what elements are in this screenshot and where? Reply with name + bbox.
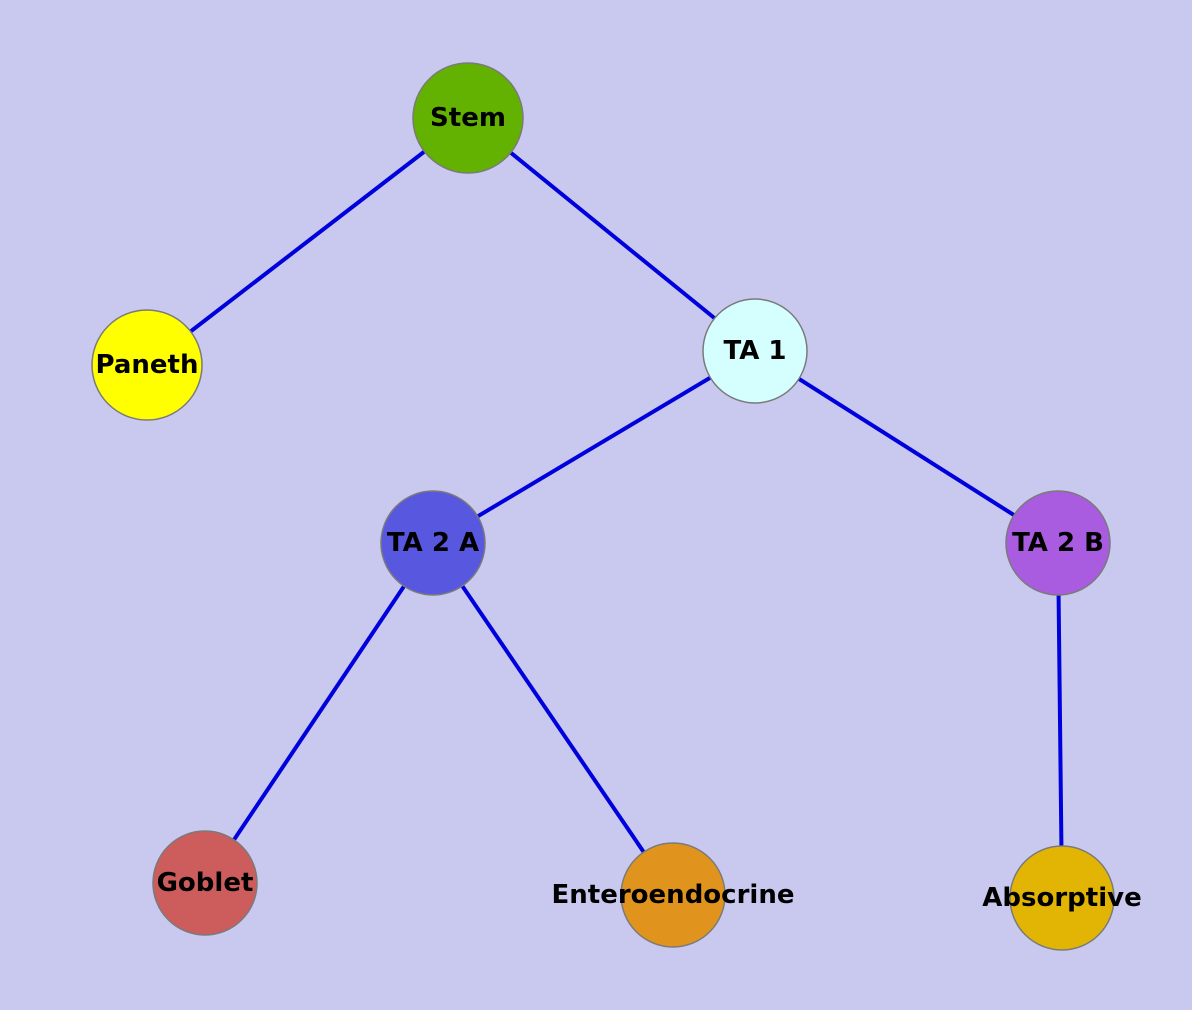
edge-stem-paneth: [145, 116, 470, 367]
edge-ta2b-absorptive: [1056, 542, 1064, 899]
node-goblet: [152, 830, 258, 936]
node-label-stem: Stem: [430, 103, 506, 133]
node-ta2a: [380, 490, 486, 596]
node-label-absorptive: Absorptive: [982, 883, 1141, 913]
node-label-paneth: Paneth: [96, 350, 199, 380]
edge-ta1-ta2b: [753, 349, 1060, 545]
node-label-ta1: TA 1: [724, 336, 787, 366]
node-label-goblet: Goblet: [157, 868, 254, 898]
node-stem: [412, 62, 524, 174]
node-label-ta2b: TA 2 B: [1012, 528, 1104, 558]
node-ta1: [702, 298, 808, 404]
node-enteroendocrine: [620, 842, 726, 948]
edge-ta1-ta2a: [431, 349, 757, 545]
edge-ta2a-goblet: [203, 541, 435, 885]
node-label-enteroendocrine: Enteroendocrine: [552, 880, 795, 910]
node-label-ta2a: TA 2 A: [387, 528, 479, 558]
edge-stem-ta1: [466, 116, 757, 353]
node-paneth: [91, 309, 203, 421]
edge-ta2a-enteroendocrine: [431, 541, 675, 897]
node-ta2b: [1005, 490, 1111, 596]
node-absorptive: [1009, 845, 1115, 951]
